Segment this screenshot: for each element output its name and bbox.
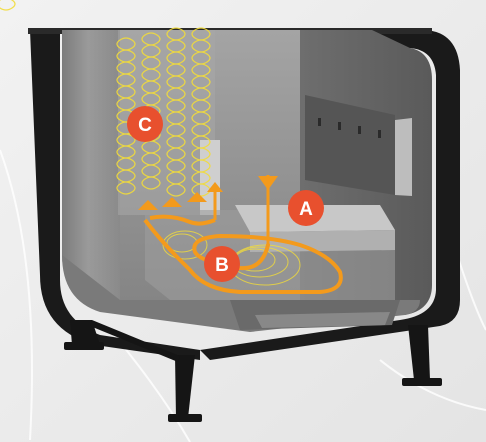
heat-coils-icon (0, 0, 211, 197)
marker-b-label: B (215, 255, 229, 276)
air-flow-path-icon (138, 175, 343, 294)
stove-legs (64, 320, 442, 422)
marker-b-circle (204, 246, 240, 282)
combustion-chamber (62, 30, 432, 332)
marker-a-label: A (299, 199, 313, 220)
marker-a-circle (288, 190, 324, 226)
marker-c-circle (127, 106, 163, 142)
marker-a: A (288, 190, 324, 226)
marker-c-label: C (138, 115, 152, 136)
marker-c: C (127, 106, 163, 142)
marker-b: B (204, 246, 240, 282)
